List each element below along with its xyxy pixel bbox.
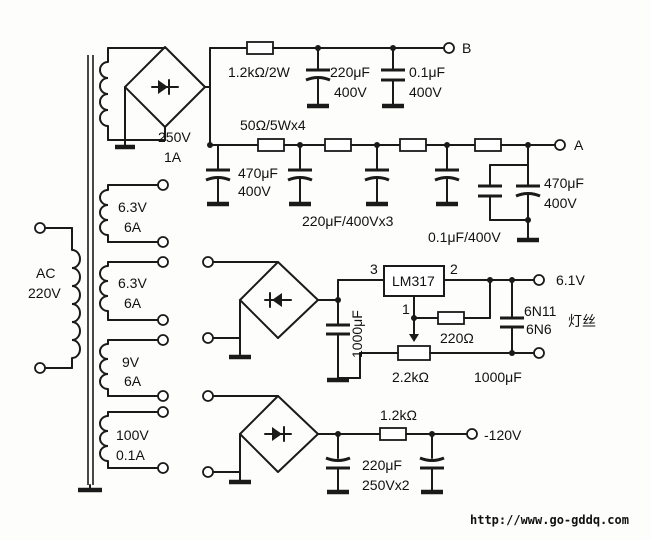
lm317-chip: [383, 265, 445, 297]
label-r-chain: 50Ω/5Wx4: [240, 117, 306, 133]
potentiometer-2k2: [397, 345, 431, 361]
label-w4-i: 0.1A: [116, 447, 145, 463]
transformer: [34, 47, 169, 493]
label-heater: 灯丝: [568, 313, 596, 329]
label-out-61: 6.1V: [556, 272, 585, 288]
label-w2-i: 6A: [124, 295, 142, 311]
winding-100v: [99, 406, 169, 474]
label-lm317: LM317: [392, 273, 435, 289]
labels: B A 1.2kΩ/2W 220μF 400V 0.1μF 400V 250V …: [28, 40, 629, 527]
label-c-b-elec: 220μF: [330, 64, 370, 80]
a-rail: [205, 138, 566, 243]
label-tubes-2: 6N6: [526, 321, 552, 337]
label-c-reg-in: 1000μF: [349, 310, 365, 358]
resistor-a2: [324, 138, 352, 152]
label-w4: 100V: [116, 427, 149, 443]
label-pot: 2.2kΩ: [392, 369, 429, 385]
label-out-neg: -120V: [484, 427, 522, 443]
label-c-chain: 220μF/400Vx3: [302, 213, 394, 229]
b-rail: [209, 41, 455, 146]
out-neg120-terminal: [466, 428, 478, 440]
node-b-terminal: [443, 42, 455, 54]
label-r-b: 1.2kΩ/2W: [228, 64, 291, 80]
label-r-220: 220Ω: [440, 330, 474, 346]
label-tubes-1: 6N11: [524, 303, 557, 319]
label-w1: 6.3V: [118, 199, 147, 215]
winding-6v3-a: [99, 179, 169, 248]
label-c-out-v: 400V: [544, 195, 577, 211]
resistor-a3: [399, 138, 427, 152]
label-w1-i: 6A: [124, 219, 142, 235]
label-c-in-v: 400V: [238, 183, 271, 199]
label-c-in: 470μF: [238, 165, 278, 181]
label-node-b: B: [462, 40, 471, 56]
label-pin1: 1: [402, 301, 410, 317]
resistor-a1: [257, 138, 285, 152]
label-url: http://www.go-gddq.com: [470, 513, 629, 527]
out-6v1-terminal: [533, 274, 545, 286]
label-w2: 6.3V: [118, 275, 147, 291]
label-c-b-elec-v: 400V: [334, 84, 367, 100]
primary-terminal-top: [34, 222, 46, 234]
label-c-reg-out: 1000μF: [474, 369, 522, 385]
label-pin2: 2: [450, 261, 458, 277]
primary-terminal-bottom: [34, 362, 46, 374]
label-primary-v: 220V: [28, 285, 61, 301]
resistor-b: [246, 41, 274, 55]
label-hv-winding: 250V: [158, 129, 191, 145]
resistor-220: [437, 311, 465, 325]
winding-6v3-b: [99, 256, 169, 326]
label-c-b-film: 0.1μF: [409, 64, 445, 80]
label-w3-i: 6A: [124, 373, 142, 389]
label-c-neg: 220μF: [362, 457, 402, 473]
label-w3: 9V: [122, 354, 140, 370]
label-pin3: 3: [370, 261, 378, 277]
filament-regulator: [202, 256, 545, 383]
resistor-neg: [379, 427, 407, 441]
label-c-out: 470μF: [544, 175, 584, 191]
label-hv-winding-i: 1A: [164, 149, 182, 165]
bias-bridge: [239, 395, 319, 473]
negative-bias-supply: [202, 390, 478, 495]
label-r-neg: 1.2kΩ: [380, 407, 417, 423]
label-c-b-film-v: 400V: [409, 84, 442, 100]
primary-coil: [34, 222, 81, 374]
hv-secondary-coil: [99, 47, 166, 141]
node-a-terminal: [554, 139, 566, 151]
label-node-a: A: [574, 137, 584, 153]
winding-9v: [99, 334, 169, 402]
label-c-neg-v: 250Vx2: [362, 477, 410, 493]
label-c-out-film: 0.1μF/400V: [428, 229, 501, 245]
label-primary: AC: [36, 265, 55, 281]
resistor-a4: [474, 138, 502, 152]
